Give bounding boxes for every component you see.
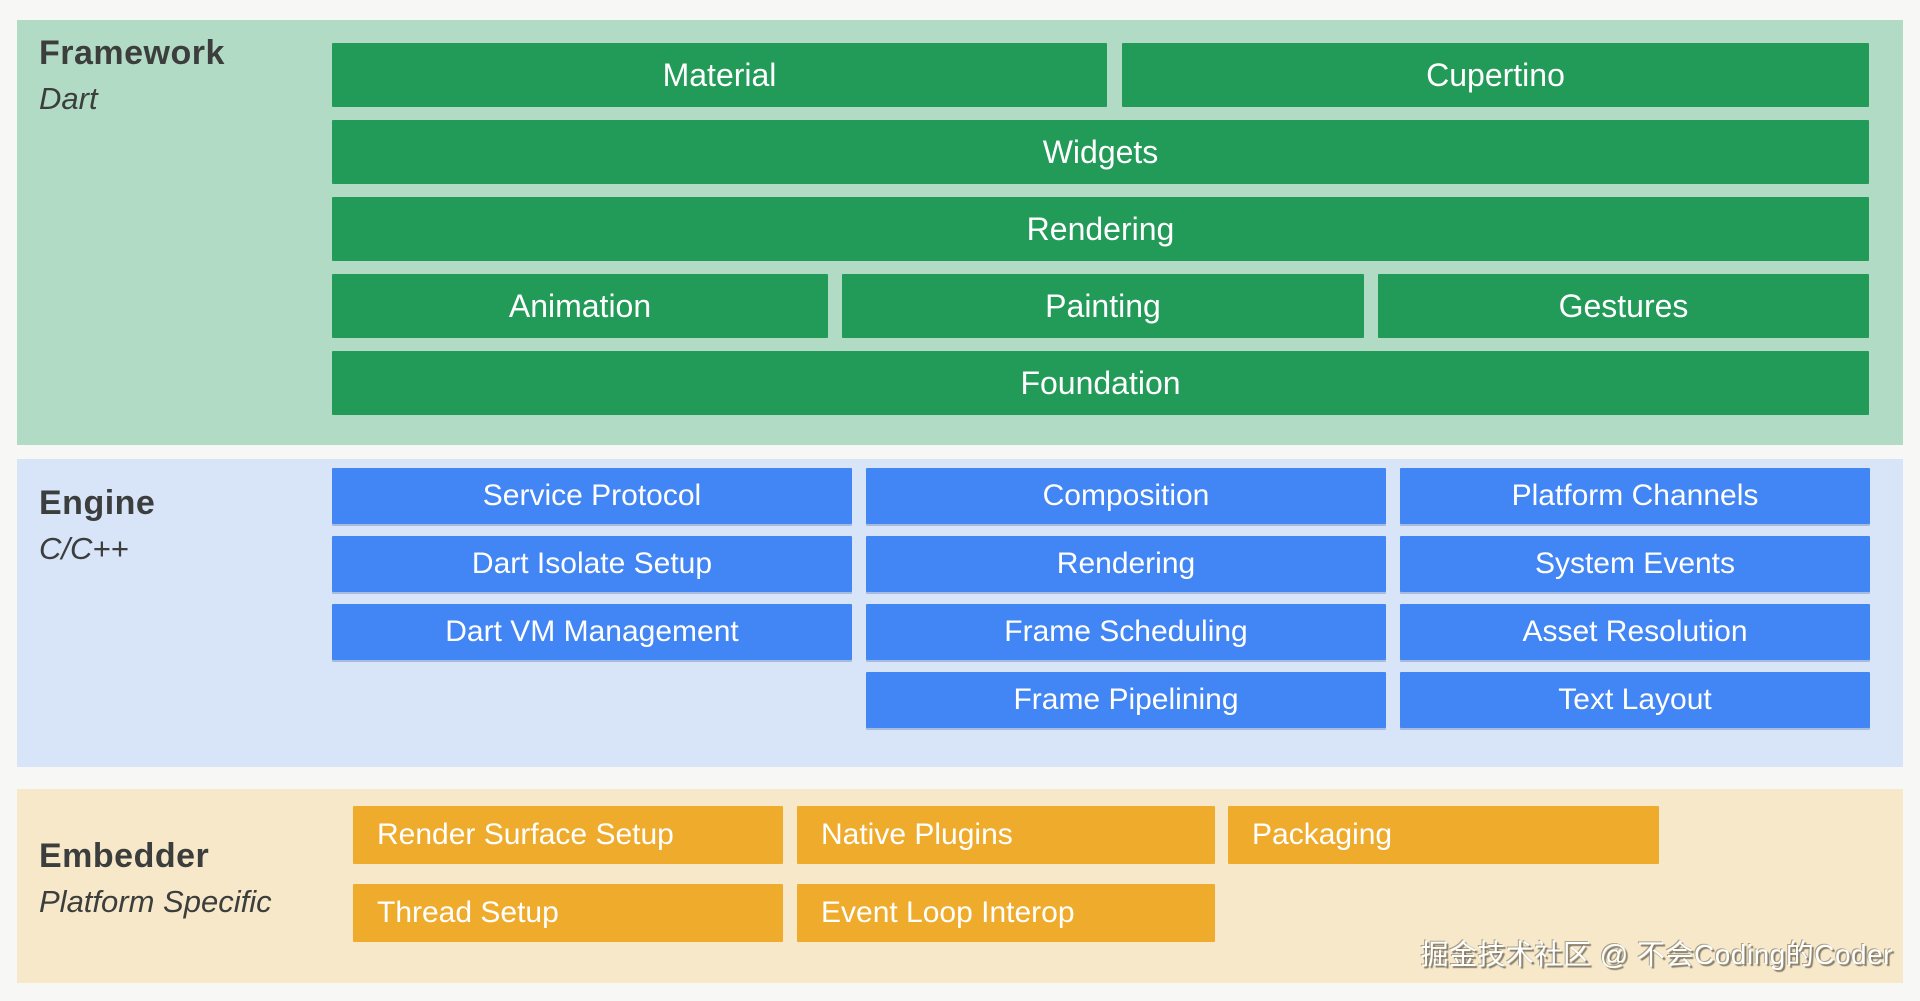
tile-dart-isolate-setup: Dart Isolate Setup: [332, 536, 852, 592]
section-embedder: Embedder Platform Specific Render Surfac…: [17, 789, 1903, 983]
tile-cupertino: Cupertino: [1122, 43, 1869, 107]
embedder-subtitle: Platform Specific: [39, 884, 272, 919]
tile-packaging: Packaging: [1228, 806, 1659, 864]
tile-painting: Painting: [842, 274, 1364, 338]
tile-native-plugins: Native Plugins: [797, 806, 1215, 864]
tile-dart-vm-management: Dart VM Management: [332, 604, 852, 660]
tile-platform-channels: Platform Channels: [1400, 468, 1870, 524]
engine-label: Engine C/C++: [39, 484, 155, 567]
engine-title: Engine: [39, 484, 156, 522]
tile-service-protocol: Service Protocol: [332, 468, 852, 524]
embedder-title: Embedder: [39, 837, 210, 875]
tile-engine-rendering: Rendering: [866, 536, 1386, 592]
tile-animation: Animation: [332, 274, 828, 338]
engine-subtitle: C/C++: [39, 531, 129, 566]
tile-asset-resolution: Asset Resolution: [1400, 604, 1870, 660]
tile-event-loop-interop: Event Loop Interop: [797, 884, 1215, 942]
tile-widgets: Widgets: [332, 120, 1869, 184]
tile-gestures: Gestures: [1378, 274, 1869, 338]
section-engine: Engine C/C++ Service Protocol Dart Isola…: [17, 459, 1903, 767]
framework-subtitle: Dart: [39, 81, 98, 116]
tile-frame-scheduling: Frame Scheduling: [866, 604, 1386, 660]
tile-text-layout: Text Layout: [1400, 672, 1870, 728]
tile-thread-setup: Thread Setup: [353, 884, 783, 942]
section-framework: Framework Dart Material Cupertino Widget…: [17, 20, 1903, 445]
tile-render-surface-setup: Render Surface Setup: [353, 806, 783, 864]
framework-label: Framework Dart: [39, 34, 225, 117]
tile-rendering: Rendering: [332, 197, 1869, 261]
tile-system-events: System Events: [1400, 536, 1870, 592]
tile-composition: Composition: [866, 468, 1386, 524]
framework-title: Framework: [39, 34, 225, 72]
tile-frame-pipelining: Frame Pipelining: [866, 672, 1386, 728]
watermark: 掘金技术社区 @ 不会Coding的Coder: [1420, 939, 1893, 970]
tile-foundation: Foundation: [332, 351, 1869, 415]
embedder-label: Embedder Platform Specific: [39, 837, 272, 920]
tile-material: Material: [332, 43, 1107, 107]
